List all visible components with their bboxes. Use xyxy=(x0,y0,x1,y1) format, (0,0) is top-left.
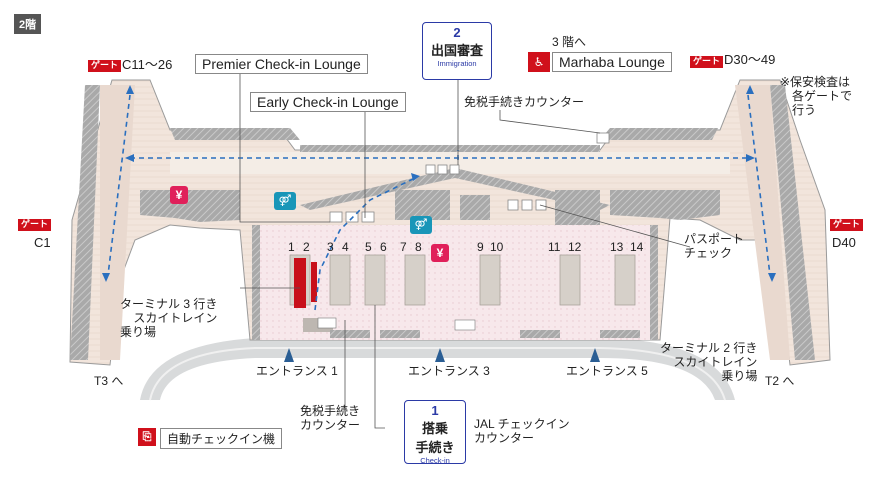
counter-number: 14 xyxy=(630,240,644,254)
immigration-area xyxy=(300,168,610,210)
gate-tag-c11: ゲート xyxy=(88,60,122,72)
floor-badge: 2階 xyxy=(14,14,42,34)
marhaba-floor-label: 3 階へ xyxy=(552,35,587,49)
security-note-line-2: 各ゲートで xyxy=(792,88,853,103)
skytrain-t3-line-3: 乗り場 xyxy=(120,324,157,339)
gate-tag-c1: ゲート xyxy=(18,219,52,231)
counter-number: 2 xyxy=(303,240,310,254)
counter-number: 4 xyxy=(342,240,349,254)
to-t2-label: T2 へ xyxy=(765,374,795,388)
gate-d40: D40 xyxy=(832,235,856,250)
restroom-icon: ⚤ xyxy=(274,192,296,210)
gate-c1: C1 xyxy=(34,235,51,250)
security-note-line-3: 行う xyxy=(792,102,817,117)
security-note: ※保安検査は 各ゲートで 行う xyxy=(780,75,853,117)
restroom-icon-2: ⚤ xyxy=(410,216,432,234)
gate-tag-d30: ゲート xyxy=(690,56,724,68)
counter-number: 5 xyxy=(365,240,372,254)
gate-tag-d40: ゲート xyxy=(830,219,864,231)
auto-checkin-label: 自動チェックイン機 xyxy=(160,428,283,449)
counter-number: 10 xyxy=(490,240,504,254)
counter-number: 11 xyxy=(548,240,561,254)
checkin-title-1: 搭乗 xyxy=(421,421,448,436)
immigration-step-number: 2 xyxy=(453,25,461,40)
to-t3-label: T3 へ xyxy=(94,374,124,388)
jal-line-2: カウンター xyxy=(474,430,535,445)
passport-check-label: パスポート チェック xyxy=(684,232,745,261)
duty-free-bottom-label: 免税手続き カウンター xyxy=(300,404,361,433)
duty-free-bottom-line-2: カウンター xyxy=(300,417,361,432)
counter-number: 9 xyxy=(477,240,484,254)
counter-number: 6 xyxy=(380,240,387,254)
skytrain-t2-label: ターミナル 2 行き スカイトレイン 乗り場 xyxy=(660,341,758,383)
gate-d30-49: D30～49 xyxy=(724,52,776,67)
skytrain-t3-line-1: ターミナル 3 行き xyxy=(120,297,218,311)
counter-number: 13 xyxy=(610,240,624,254)
immigration-title: 出国審査 xyxy=(430,43,483,58)
early-lounge-label: Early Check-in Lounge xyxy=(250,92,406,112)
duty-free-top: 免税手続きカウンター xyxy=(464,95,585,109)
currency-exchange-icon-2: ¥ xyxy=(431,244,449,262)
passport-line-1: パスポート xyxy=(684,232,745,246)
entrance-arrows xyxy=(284,348,600,362)
skytrain-t3-line-2: スカイトレイン xyxy=(133,310,218,325)
counter-number: 3 xyxy=(327,240,334,254)
counter-number: 1 xyxy=(288,240,295,254)
skytrain-t2-line-1: ターミナル 2 行き xyxy=(660,341,758,355)
counter-number: 8 xyxy=(415,240,422,254)
skytrain-t2-line-2: スカイトレイン xyxy=(673,354,758,369)
currency-exchange-icon: ¥ xyxy=(170,186,188,204)
entrance-3-label: エントランス 3 xyxy=(408,364,490,378)
jal-line-1: JAL チェックイン xyxy=(474,417,570,431)
jal-counter xyxy=(294,258,306,308)
counter-number: 7 xyxy=(400,240,407,254)
checkin-step-number: 1 xyxy=(431,403,439,418)
premier-lounge-label: Premier Check-in Lounge xyxy=(195,54,368,74)
duty-free-bottom-line-1: 免税手続き xyxy=(300,404,361,418)
gate-c11-26: C11～26 xyxy=(122,57,173,72)
checkin-title-2: 手続き xyxy=(415,440,455,455)
skytrain-t3-label: ターミナル 3 行き スカイトレイン 乗り場 xyxy=(120,297,218,339)
auto-checkin-icon: ⎘ xyxy=(138,428,156,446)
entrance-5-label: エントランス 5 xyxy=(566,364,648,378)
entrance-1-label: エントランス 1 xyxy=(256,364,338,378)
checkin-sub: Check-in xyxy=(420,456,450,465)
counter-number: 12 xyxy=(568,240,582,254)
immigration-sub: Immigration xyxy=(437,59,477,68)
security-note-line-1: ※保安検査は xyxy=(780,75,851,89)
skytrain-t2-line-3: 乗り場 xyxy=(721,368,758,383)
passport-line-2: チェック xyxy=(684,245,733,260)
immigration-step: 2 出国審査 Immigration xyxy=(422,22,492,80)
route-lines xyxy=(107,94,771,311)
checkin-step: 1 搭乗 手続き Check-in xyxy=(404,400,466,465)
marhaba-lounge-label: Marhaba Lounge xyxy=(552,52,672,72)
lounge-icon: ♿ xyxy=(528,52,550,72)
jal-checkin-label: JAL チェックイン カウンター xyxy=(474,417,570,446)
